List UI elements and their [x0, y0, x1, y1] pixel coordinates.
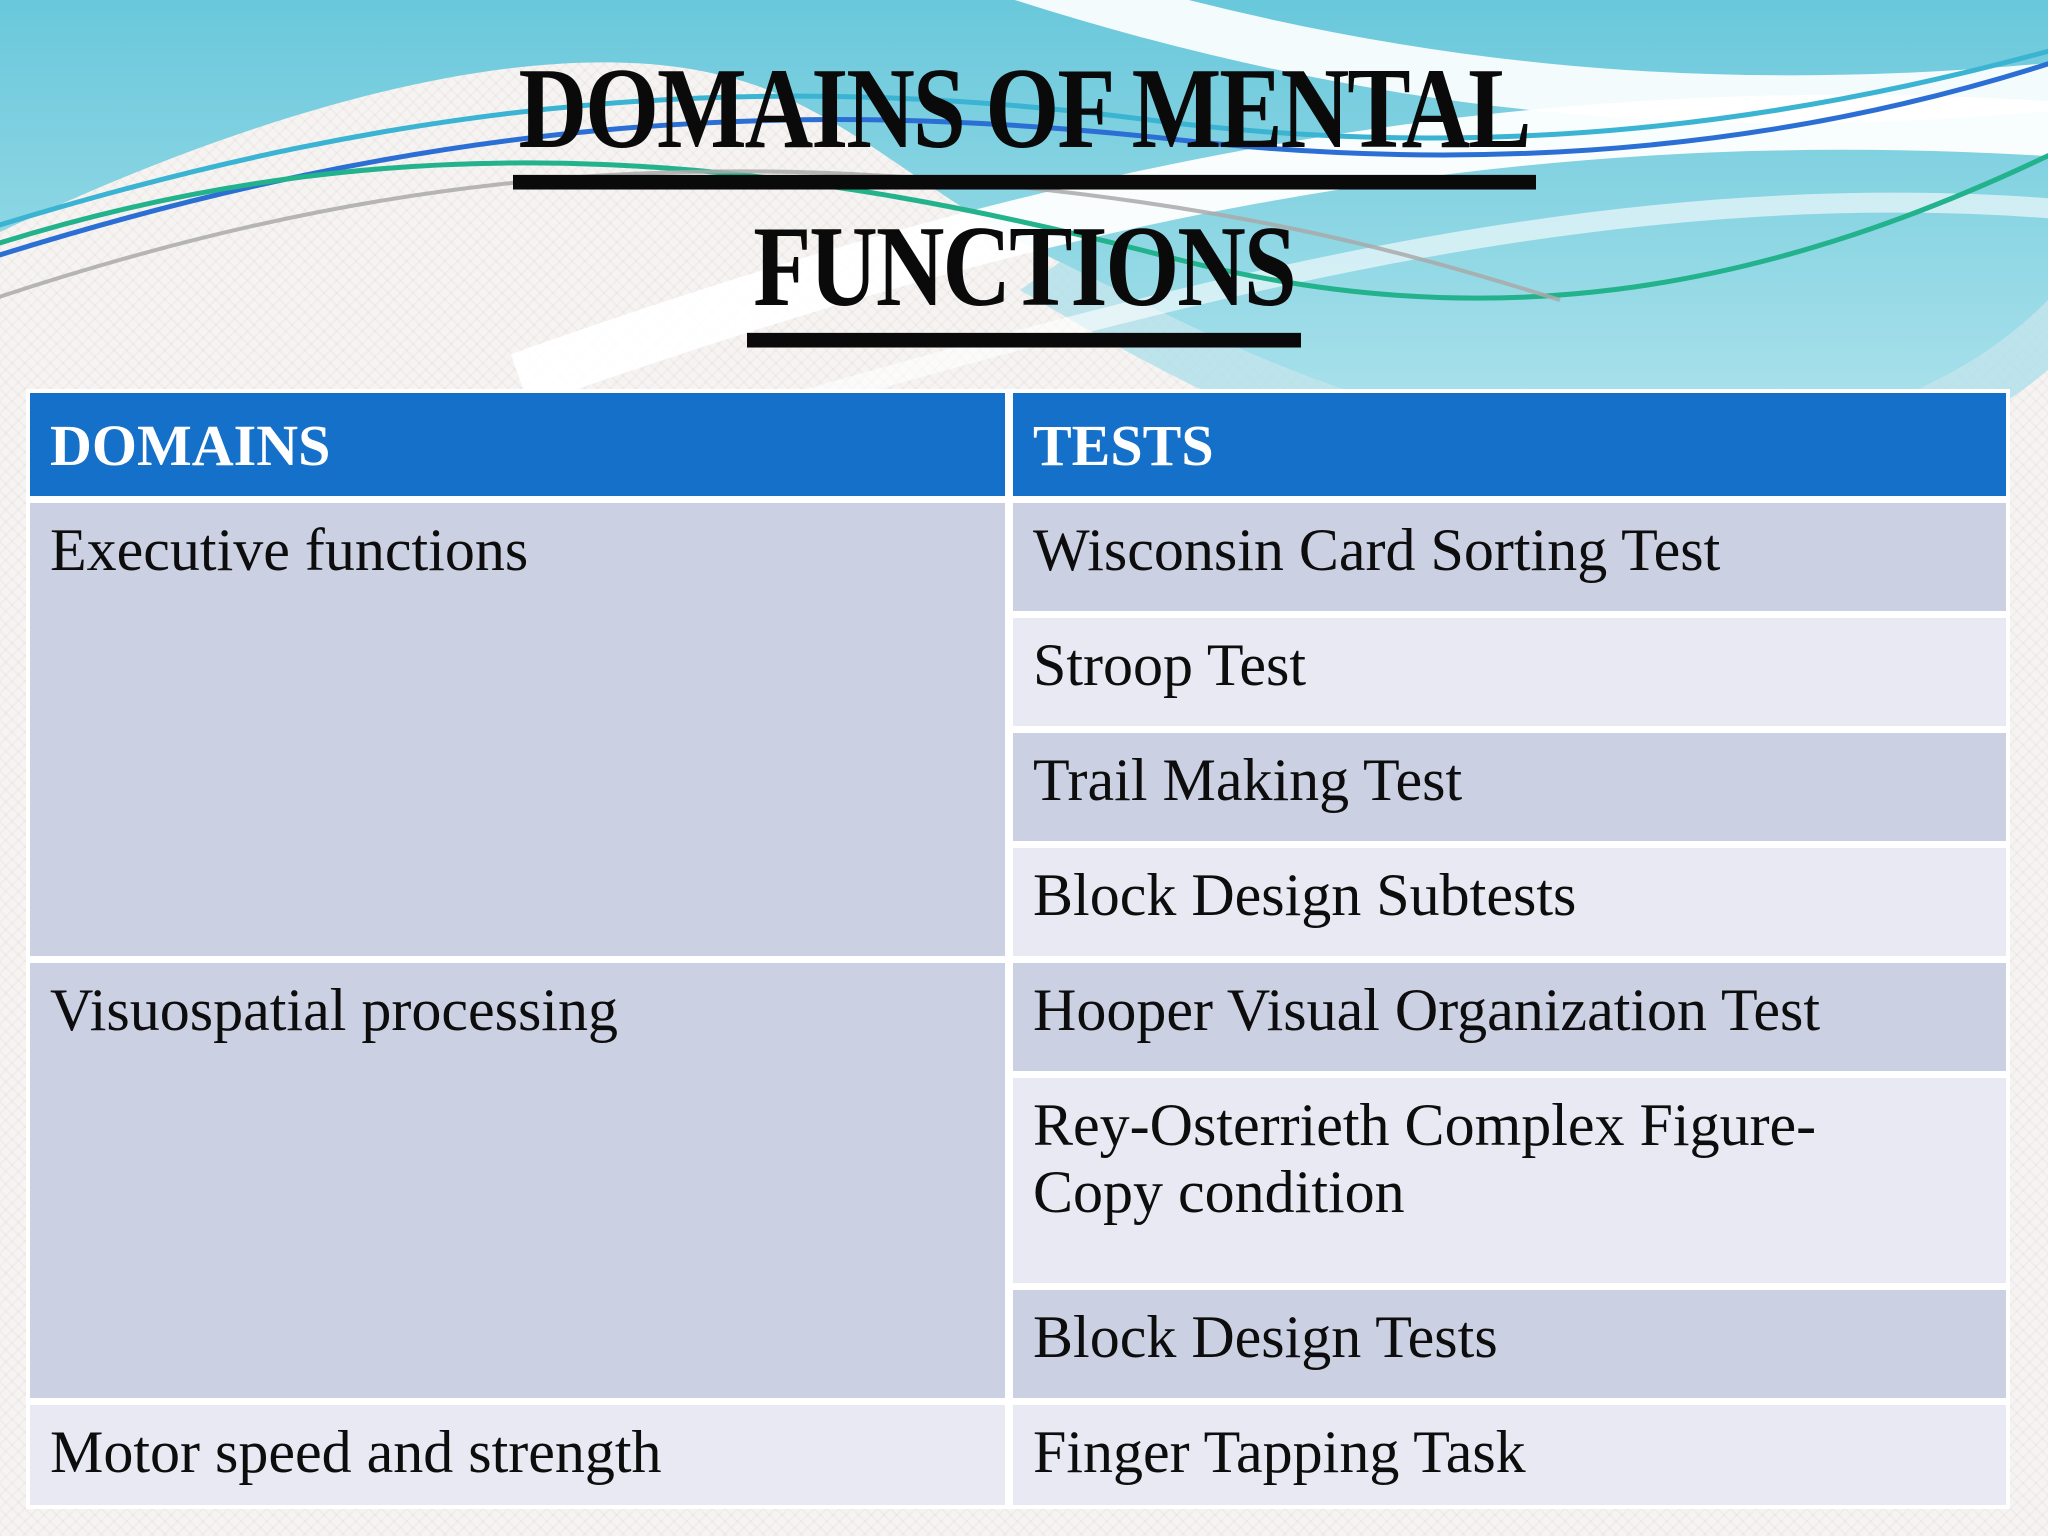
title-row-1: DOMAINS OF MENTAL	[0, 47, 2048, 190]
test-cell-finger-tapping: Finger Tapping Task	[1013, 1405, 2006, 1505]
white-ribbon-thin	[697, 192, 2048, 440]
test-cell-stroop: Stroop Test	[1013, 618, 2006, 726]
test-cell-hooper-visual-organization: Hooper Visual Organization Test	[1013, 963, 2006, 1071]
test-cell-block-design-tests: Block Design Tests	[1013, 1290, 2006, 1398]
domain-cell-visuospatial-processing: Visuospatial processing	[30, 963, 1005, 1398]
test-cell-trail-making: Trail Making Test	[1013, 733, 2006, 841]
accent-line-green	[0, 152, 2048, 301]
accent-line-blue	[0, 61, 2048, 258]
page-title: DOMAINS OF MENTAL FUNCTIONS	[0, 47, 2048, 347]
column-header-tests: TESTS	[1013, 393, 2006, 496]
title-row-2: FUNCTIONS	[0, 205, 2048, 347]
title-line-2: FUNCTIONS	[747, 205, 1301, 347]
column-header-domains: DOMAINS	[30, 393, 1005, 496]
test-cell-block-design-subtests: Block Design Subtests	[1013, 848, 2006, 956]
domain-cell-motor-speed-strength: Motor speed and strength	[30, 1405, 1005, 1505]
table-grid: DOMAINS TESTS Executive functions Visuos…	[30, 393, 2006, 1505]
accent-line-cyan	[0, 48, 2048, 228]
domains-tests-table: DOMAINS TESTS Executive functions Visuos…	[26, 389, 2010, 1509]
test-cell-wisconsin-card-sorting: Wisconsin Card Sorting Test	[1013, 503, 2006, 611]
domain-cell-executive-functions: Executive functions	[30, 503, 1005, 956]
title-line-1: DOMAINS OF MENTAL	[512, 47, 1536, 190]
test-cell-rey-osterrieth-copy: Rey-Osterrieth Complex Figure-Copy condi…	[1013, 1078, 2006, 1283]
